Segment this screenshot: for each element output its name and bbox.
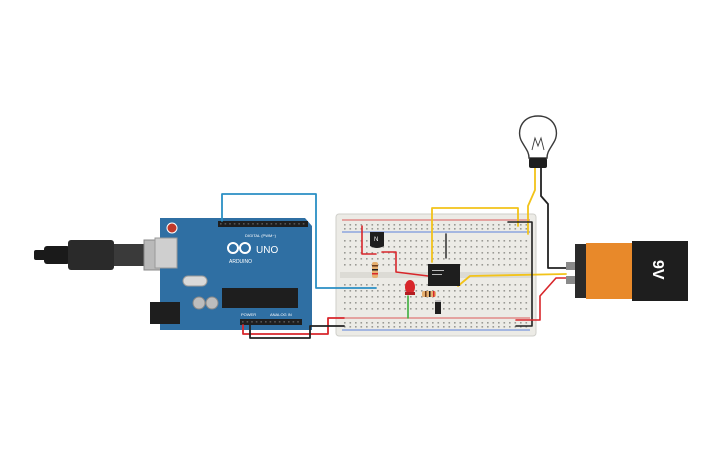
power-header-label: POWER xyxy=(241,312,256,317)
arduino-brand: ARDUINO xyxy=(229,259,252,265)
transistor-icon[interactable]: N xyxy=(370,232,384,248)
wire-blue-signal[interactable] xyxy=(221,193,377,289)
wire-yellow-bulb[interactable] xyxy=(527,167,536,235)
crystal-oscillator xyxy=(182,275,208,287)
battery-icon[interactable]: 9V xyxy=(566,241,688,301)
arduino-model: UNO xyxy=(256,245,278,256)
arduino-uno-board[interactable]: ARDUINO UNO DIGITAL (PWM~) POWER ANALOG … xyxy=(150,218,312,330)
analog-header-label: ANALOG IN xyxy=(270,312,292,317)
capacitor-2 xyxy=(205,296,219,310)
wire-black-gnd[interactable] xyxy=(249,324,345,339)
wire-red-rail[interactable] xyxy=(361,225,377,255)
arduino-pin-dots xyxy=(220,223,305,323)
power-jack xyxy=(150,302,180,324)
capacitor-1 xyxy=(192,296,206,310)
wire-yellow-relay-top[interactable] xyxy=(431,207,519,263)
breadboard-holes xyxy=(344,224,528,328)
led-icon[interactable] xyxy=(405,280,415,295)
relay-icon[interactable] xyxy=(428,264,460,286)
battery-label: 9V xyxy=(649,260,666,280)
wire-black-rail[interactable] xyxy=(507,221,533,327)
resistor-icon[interactable] xyxy=(372,262,378,278)
resistor-icon[interactable] xyxy=(422,291,436,297)
wire-yellow-battery[interactable] xyxy=(457,273,567,287)
usb-port xyxy=(154,237,178,269)
wire-red-battery[interactable] xyxy=(515,277,567,321)
atmega-chip xyxy=(222,288,298,308)
svg-text:N: N xyxy=(374,237,378,243)
reset-button[interactable] xyxy=(166,222,178,234)
wire-red-5v[interactable] xyxy=(242,317,345,335)
wire-red-transistor[interactable] xyxy=(381,251,429,277)
arduino-logo-icon xyxy=(227,242,251,254)
diode-icon[interactable] xyxy=(435,300,441,314)
wire-black-bulb[interactable] xyxy=(540,167,569,269)
usb-plug-icon[interactable] xyxy=(34,239,165,271)
lightbulb-icon[interactable] xyxy=(518,115,558,168)
digital-header-label: DIGITAL (PWM~) xyxy=(245,233,277,238)
